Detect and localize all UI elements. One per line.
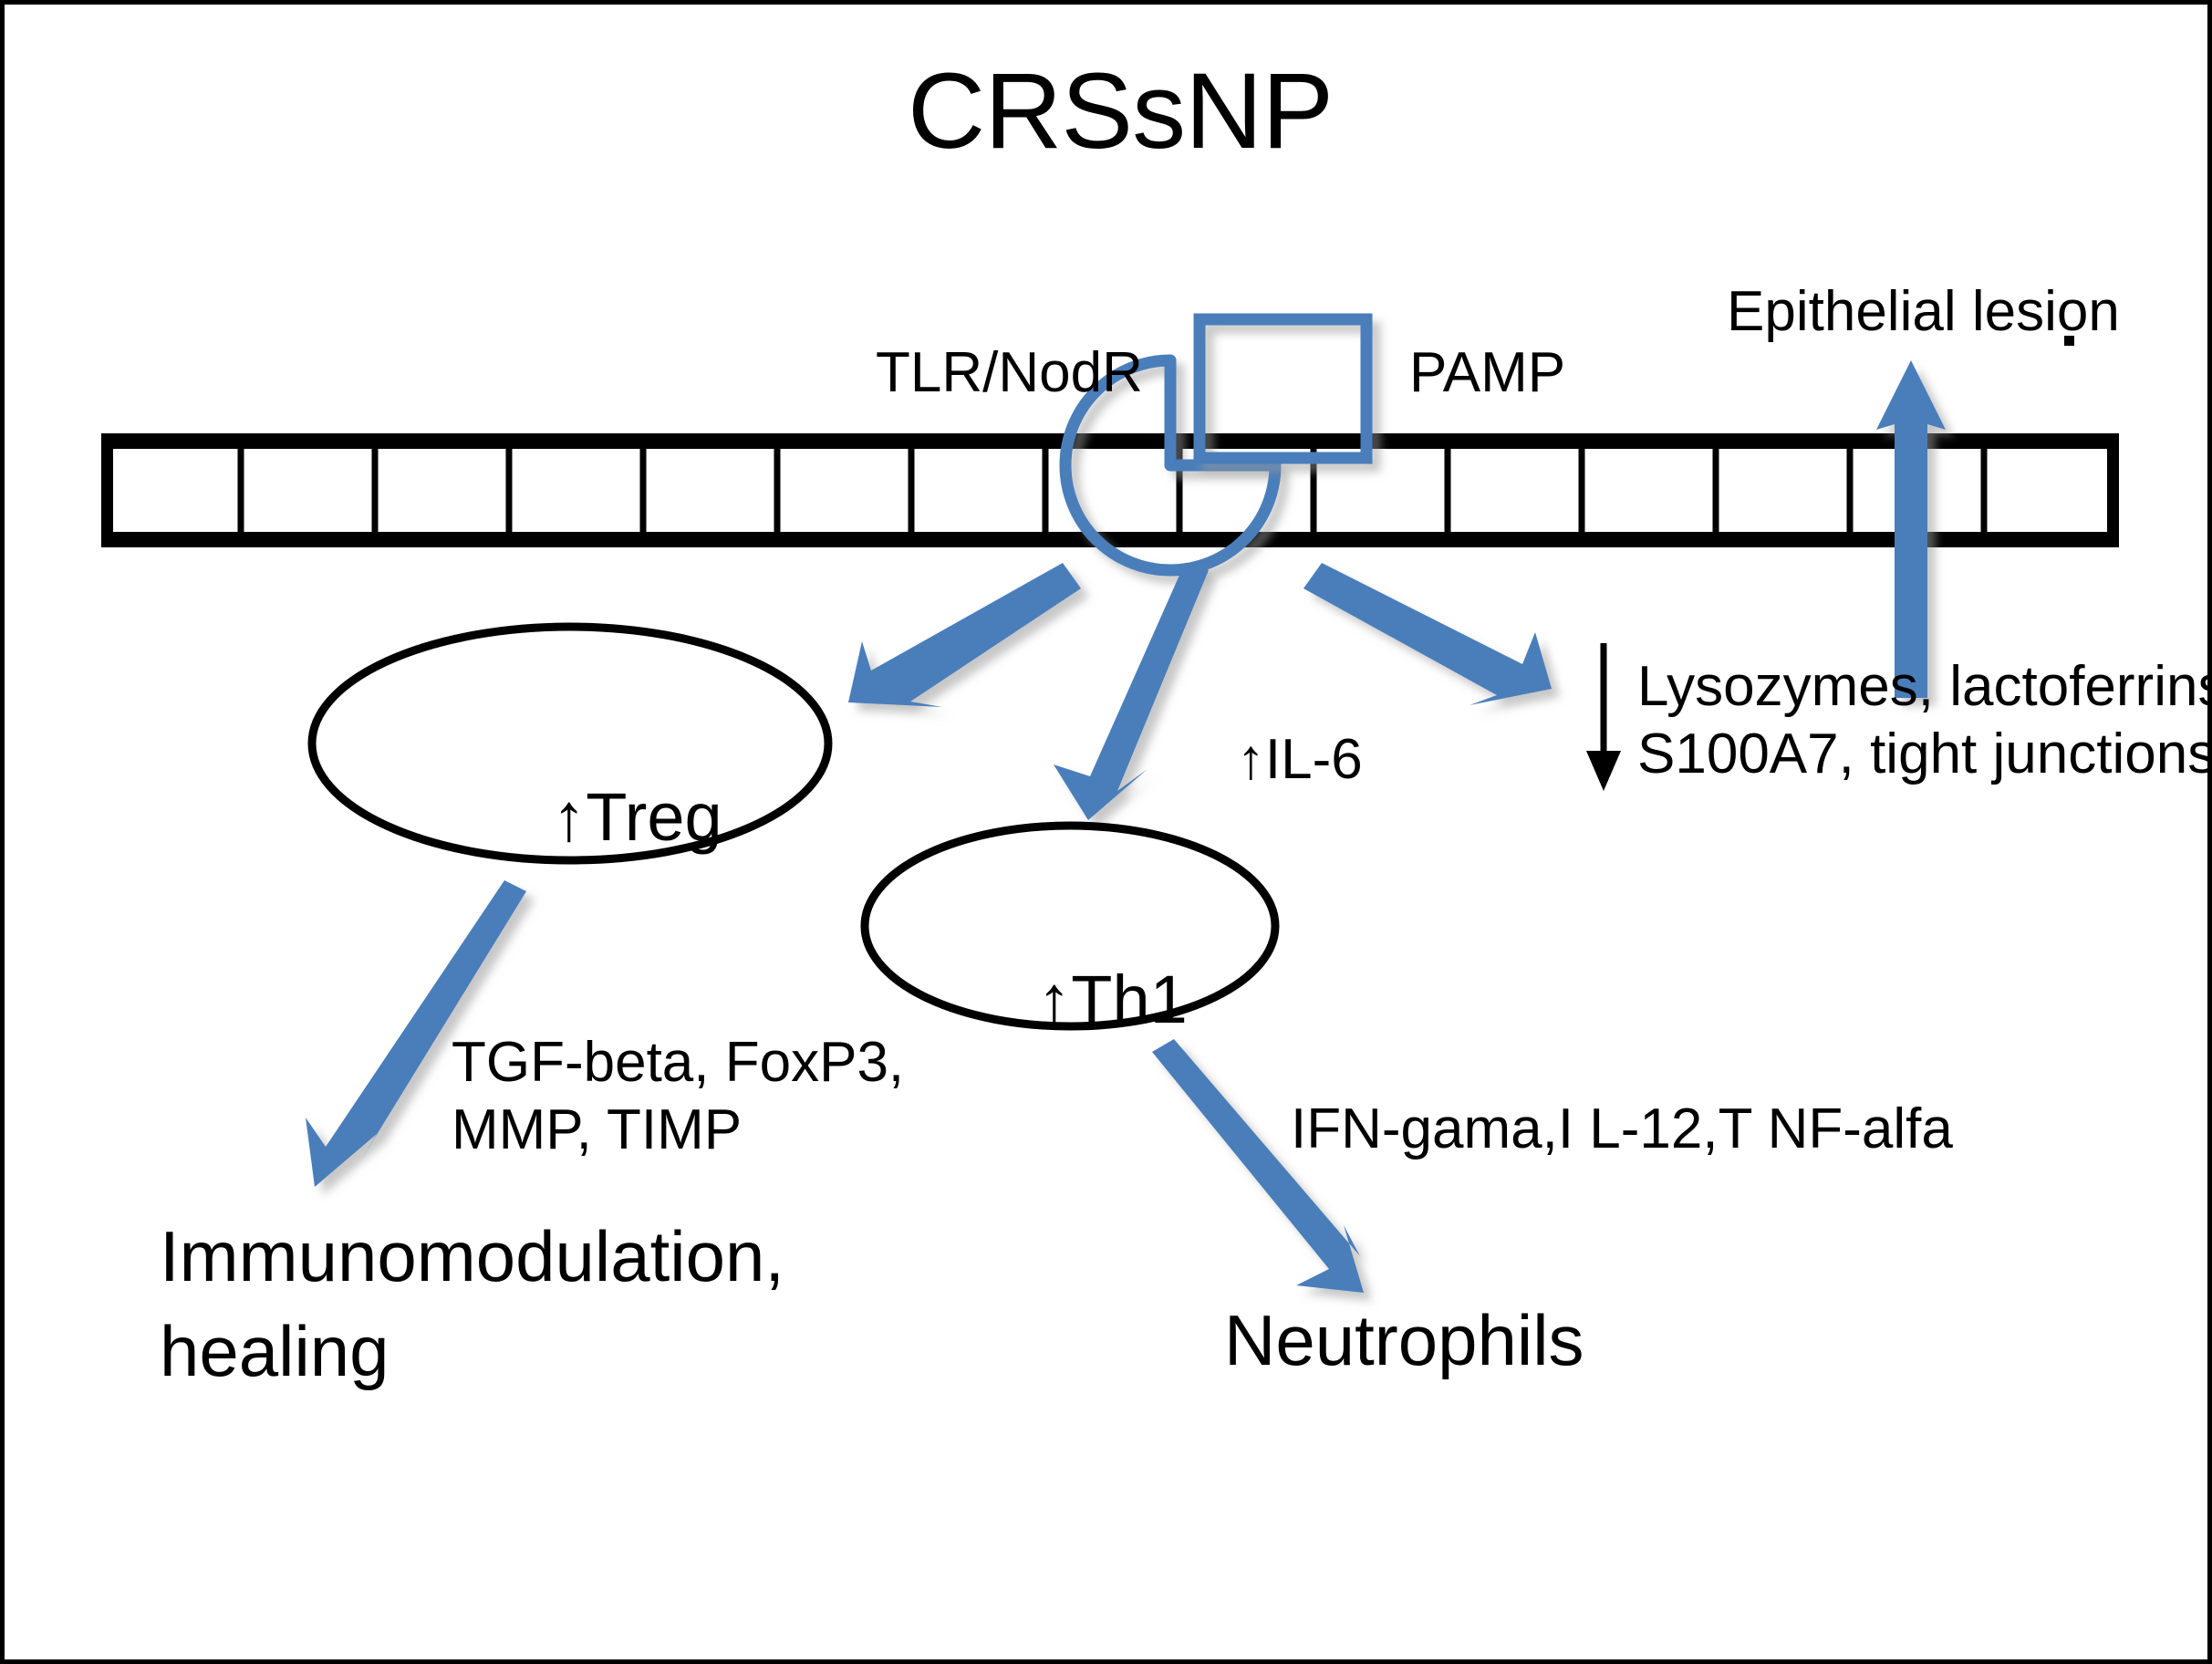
il6-label: IL-6 <box>1264 728 1363 792</box>
outcome-immunomodulation-line1: Immunomodulation, <box>160 1216 785 1296</box>
treg-products-line1: TGF-beta, FoxP3, <box>452 1031 905 1094</box>
il6-up-arrow-glyph: ↑ <box>1236 728 1265 792</box>
th1-up-arrow-glyph: ↑ <box>1037 962 1072 1038</box>
il6-label-group: ↑IL-6 <box>1174 660 1363 859</box>
graphics-layer <box>101 313 2119 1293</box>
arrow-epithelial-lesion <box>1876 360 1946 698</box>
antimicrobial-products-line2: S100A7, tight junctions <box>1637 723 2212 785</box>
treg-cell-label-group: ↑Treg <box>477 698 722 937</box>
epithelial-barrier <box>101 433 2119 547</box>
antimicrobial-products-line1: Lysozymes, lactoferrins <box>1637 655 2212 718</box>
th1-products-line1: IFN-gama,I L-12,T NF-alfa <box>1291 1097 1953 1160</box>
down-arrow-antimicrobials <box>1586 643 1621 791</box>
treg-cell-label: Treg <box>586 779 722 856</box>
pamp-shape <box>1193 313 1373 464</box>
arrow-barrier-to-treg <box>848 563 1081 707</box>
pamp-label: PAMP <box>1409 341 1566 404</box>
tlr-nodr-label: TLR/NodR <box>876 341 1143 404</box>
treg-products-line2: MMP, TIMP <box>452 1098 743 1161</box>
epithelial-lesion-label: Epithelial lesion <box>1727 280 2120 343</box>
outcome-immunomodulation-line2: healing <box>160 1311 389 1391</box>
th1-cell-label-group: ↑Th1 <box>962 880 1188 1119</box>
page-title: CRSsNP <box>908 51 1334 172</box>
outcome-neutrophils: Neutrophils <box>1224 1300 1584 1380</box>
th1-cell-label: Th1 <box>1071 962 1188 1038</box>
treg-up-arrow-glyph: ↑ <box>552 779 587 856</box>
